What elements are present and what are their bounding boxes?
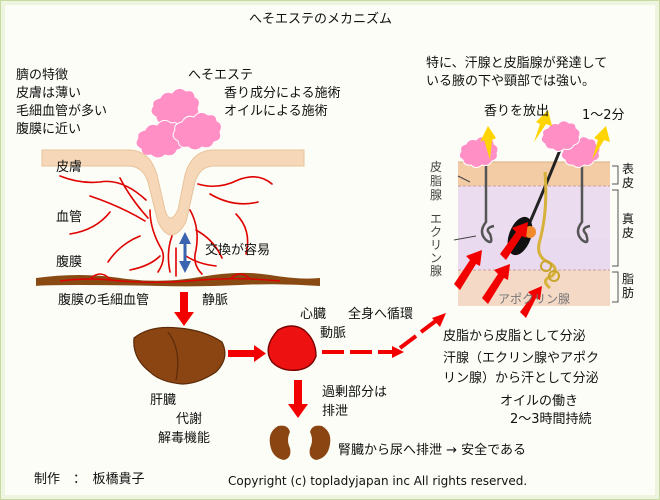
- secretion-line: 皮脂から皮脂として分泌: [443, 329, 586, 344]
- skin-note-line: いる腋の下や頸部では強い。: [426, 74, 596, 89]
- navel-features-heading: 臍の特徴: [16, 68, 69, 83]
- aroma-clouds: [135, 87, 222, 159]
- treatment-line: 香り成分による施術: [224, 86, 341, 101]
- kidney-note: 腎臓から尿へ排泄 → 安全である: [338, 443, 527, 458]
- sebaceous-gland-label: 皮脂腺: [430, 160, 443, 202]
- excess-label: 過剰部分は: [322, 385, 388, 400]
- heart-organ: [267, 325, 317, 372]
- blood-vessel-label: 血管: [56, 210, 83, 225]
- exchange-arrow: [179, 232, 191, 273]
- peritoneal-capillaries-label: 腹膜の毛細血管: [58, 293, 150, 308]
- release-label: 香りを放出: [484, 104, 550, 119]
- oil-effect-line: オイルの働き: [500, 394, 579, 409]
- layer-epidermis-label: 表皮: [622, 162, 635, 190]
- exchange-label: 交換が容易: [205, 243, 271, 258]
- vein-label: 静脈: [202, 293, 229, 308]
- kidney-organs: [269, 425, 331, 460]
- eccrine-gland-label: エクリン腺: [430, 212, 443, 278]
- liver-heart-arrow: [228, 345, 266, 362]
- peritoneum-layer: [36, 272, 320, 287]
- skin-cross-section: [453, 149, 619, 306]
- aroma-cloud: [172, 111, 222, 151]
- delivery-arrows: [454, 222, 542, 318]
- navel-feature-line: 腹膜に近い: [16, 122, 82, 137]
- released-aroma-clouds: [458, 110, 610, 168]
- secretion-line: 汗腺（エクリン腺やアポク: [443, 351, 600, 366]
- liver-label: 肝臓: [150, 393, 177, 408]
- aroma-cloud: [135, 119, 185, 159]
- excretion-arrow: [288, 380, 308, 418]
- layer-dermis-label: 真皮: [622, 212, 635, 240]
- skin-label: 皮膚: [56, 160, 83, 175]
- vein-arrow: [174, 292, 194, 326]
- oil-duration-line: 2～3時間持続: [510, 412, 592, 427]
- author-credit: 制作 ： 板橋貴子: [34, 472, 145, 487]
- copyright-notice: Copyright (c) topladyjapan inc All right…: [228, 474, 528, 488]
- navel-feature-line: 皮膚は薄い: [16, 86, 82, 101]
- detox-label: 解毒機能: [158, 431, 211, 446]
- apocrine-gland-label: アポクリン腺: [498, 292, 571, 306]
- treatment-line: オイルによる施術: [224, 104, 328, 119]
- peritoneal-capillaries: [59, 273, 281, 283]
- secretion-line: リン腺）から汗として分泌: [443, 371, 599, 386]
- peritoneum-label: 腹膜: [56, 255, 83, 270]
- heart-label: 心臓: [300, 307, 327, 322]
- navel-feature-line: 毛細血管が多い: [16, 104, 108, 119]
- skin-note-line: 特に、汗腺と皮脂腺が発達して: [426, 56, 608, 71]
- circulation-label: 全身へ循環: [348, 307, 414, 322]
- metabolism-label: 代謝: [176, 412, 203, 427]
- artery-label: 動脈: [320, 326, 347, 341]
- excretion-label: 排泄: [322, 404, 349, 419]
- liver-organ: [133, 326, 226, 385]
- time-short-label: 1～2分: [582, 108, 625, 123]
- circulation-arrow-up: [398, 318, 439, 350]
- layer-fat-label: 脂肪: [622, 272, 635, 300]
- treatment-heading: へそエステ: [188, 68, 254, 83]
- page-title: へそエステのメカニズム: [249, 12, 393, 27]
- capillaries: [59, 175, 273, 277]
- skin-layer: [41, 149, 305, 236]
